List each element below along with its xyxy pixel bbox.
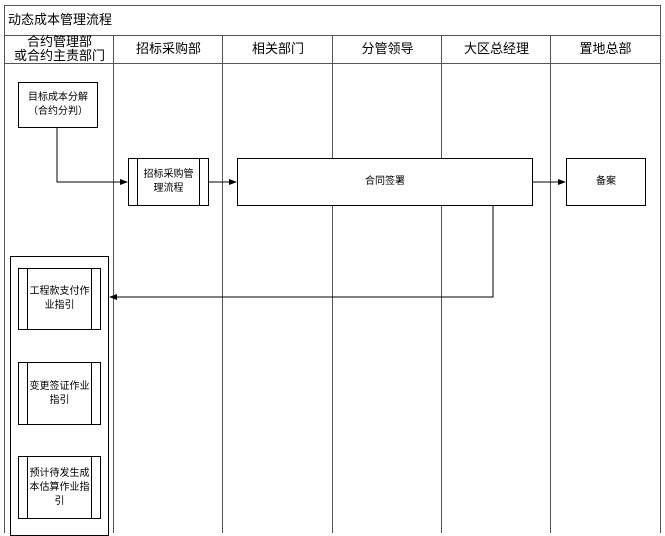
- connectors: [56, 127, 566, 300]
- lane-divider: [550, 63, 551, 533]
- diagram-title: 动态成本管理流程: [4, 5, 661, 36]
- lane-header-related: 相关部门: [222, 35, 333, 64]
- node-label: 工程款支付作业指引: [29, 286, 90, 311]
- lane-divider: [4, 63, 5, 533]
- lane-header-procurement: 招标采购部: [113, 35, 223, 64]
- node-label: 合同签署: [365, 176, 405, 187]
- node-contract-sign[interactable]: 合同签署: [237, 158, 533, 206]
- arrow-target-to-tender: [56, 127, 128, 185]
- lane-header-regional-gm: 大区总经理: [441, 35, 551, 64]
- node-change-guide[interactable]: 变更签证作业指引: [18, 362, 101, 425]
- lane-header-hq: 置地总部: [550, 35, 661, 64]
- node-label: 变更签证作业指引: [29, 380, 90, 406]
- lane-divider: [332, 63, 333, 533]
- node-label: 招标采购管理流程: [143, 169, 194, 194]
- lane-divider: [441, 63, 442, 533]
- lane-divider: [660, 63, 661, 533]
- node-filing[interactable]: 备案: [566, 158, 646, 206]
- node-label: 备案: [596, 176, 616, 187]
- node-label: 预计待发生成本估算作业指引: [29, 467, 90, 507]
- node-payment-guide[interactable]: 工程款支付作业指引: [18, 268, 101, 330]
- node-estimate-guide[interactable]: 预计待发生成本估算作业指引: [18, 456, 101, 519]
- lane-header-contract: 合约管理部 或合约主责部门: [4, 35, 114, 64]
- node-tender-process[interactable]: 招标采购管理流程: [128, 158, 209, 206]
- lane-header-leader: 分管领导: [332, 35, 442, 64]
- lane-divider: [222, 63, 223, 533]
- arrow-contract-to-guides: [109, 205, 494, 300]
- node-label: 目标成本分解（合约分判）: [28, 92, 88, 117]
- node-target-cost[interactable]: 目标成本分解（合约分判）: [18, 82, 98, 128]
